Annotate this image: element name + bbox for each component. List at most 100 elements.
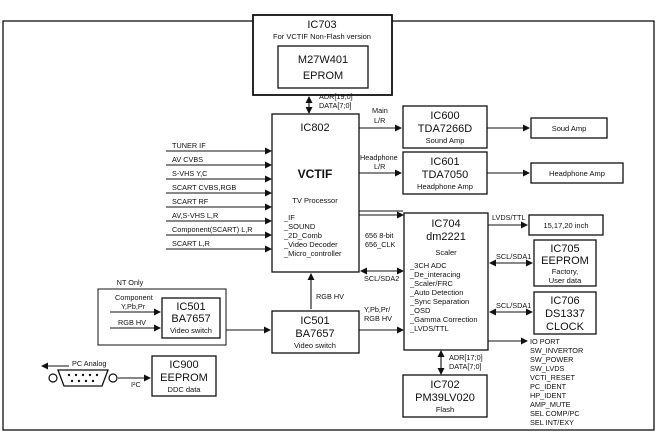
sound-amp-out-label: Soud Amp [552,124,587,133]
ic704-function: _OSD [409,306,431,315]
label-adr19: ADR[19;0] [319,92,353,101]
ic704-function: _Sync Separation [409,297,469,306]
ic703-chip: M27W401 [298,54,348,66]
io-port-label: SEL COMP/PC [530,409,580,418]
label-rgb-hv: RGB HV [316,292,344,301]
ic900-id: IC900 [169,359,198,371]
ic706-sub: CLOCK [546,321,585,333]
label-adr17: ADR[17;0] [449,353,483,362]
ic601-sub: Headphone Amp [417,182,473,191]
ic802-function: _Micro_controller [283,249,342,258]
label-scl-sda1-a: SCL/SDA1 [496,252,531,261]
ic802-function: _IF [283,213,295,222]
ic600-chip: TDA7266D [418,123,472,135]
ic706-chip: DS1337 [545,308,585,320]
block-sound-amp-out [530,117,608,139]
label-headphone-lr: L/R [374,162,385,171]
block-ic706: IC706 DS1337 CLOCK [533,291,597,335]
input-label: SCART L,R [172,239,210,248]
io-port-label: VCTI_RESET [530,373,576,382]
block-ic601: IC601 TDA7050 Headphone Amp [402,151,488,195]
label-pc-analog: PC Analog [72,359,106,368]
ic601-chip: TDA7050 [422,169,468,181]
block-ic600: IC600 TDA7266D Sound Amp [402,105,488,149]
label-component: Component [115,293,153,302]
io-port-label: SW_POWER [530,355,573,364]
io-port-label: SW_LVDS [530,364,564,373]
label-data7a: DATA[7;0] [319,101,352,110]
ic501-nt-sub: Video switch [170,326,212,335]
block-ic501-main: IC501 BA7657 Video switch [271,310,360,354]
ic704-function: _Gamma Correction [409,315,478,324]
ic703-sub: For VCTIF Non-Flash version [273,32,371,41]
block-ic702: IC702 PM39LV020 Flash [402,374,488,418]
input-label: SCART CVBS,RGB [172,183,236,192]
ic900-chip: EEPROM [160,372,208,384]
block-ic501-nt: IC501 BA7657 Video switch [161,297,221,339]
label-nt-only: NT Only [117,278,144,287]
ic703-chip-type: EPROM [303,70,343,82]
label-656-8bit: 656 8-bit [365,231,393,240]
label-ypbpr: Y,Pb,Pr/ [364,305,391,314]
ic600-id: IC600 [430,110,459,122]
label-scl-sda2: SCL/SDA2 [364,274,399,283]
input-label: S-VHS Y,C [172,169,207,178]
label-data7b: DATA[7;0] [449,362,482,371]
block-ic703: IC703 For VCTIF Non-Flash version M27W40… [252,14,393,96]
ic900-sub: DDC data [168,385,202,394]
ic802-function: _SOUND [283,222,316,231]
ic705-sub: User data [549,276,582,285]
ic802-sub: TV Processor [292,196,338,205]
input-label: Component(SCART) L,R [172,225,253,234]
ic802-name: VCTIF [298,167,333,181]
io-port-label: SW_INVERTOR [530,346,583,355]
ic704-function: _De_interacing [409,270,460,279]
ic704-id: IC704 [431,218,460,230]
ic704-chip: dm2221 [426,231,466,243]
ic802-id: IC802 [300,122,329,134]
ic501-sub: Video switch [294,341,336,350]
ic702-id: IC702 [430,379,459,391]
ic702-chip: PM39LV020 [415,392,475,404]
ic703-id: IC703 [307,19,336,31]
block-panel-out [528,214,604,236]
vga-connector-icon [48,369,118,387]
ic702-sub: Flash [436,405,454,414]
ic704-sub: Scaler [435,248,457,257]
input-label: TUNER IF [172,141,206,150]
ic704-function: _Auto Detection [409,288,463,297]
input-label: SCART RF [172,197,209,206]
label-headphone: Headphone [360,153,398,162]
block-ic900: IC900 EEPROM DDC data [151,355,217,397]
input-signals: TUNER IF AV CVBS S-VHS Y,C SCART CVBS,RG… [166,141,272,253]
ic705-sub: Factory, [552,267,579,276]
ic704-function: _Scaler/FRC [409,279,454,288]
ic501-chip: BA7657 [295,328,334,340]
ic705-id: IC705 [550,243,579,255]
input-label: AV,S-VHS L,R [172,211,218,220]
ic501-nt-id: IC501 [176,301,205,313]
io-port-label: AMP_MUTE [530,400,571,409]
ic704-function: _3CH ADC [409,261,447,270]
io-port-label: PC_IDENT [530,382,567,391]
label-main: Main [372,106,388,115]
block-ic705: IC705 EEPROM Factory, User data [533,239,597,287]
ic501-nt-chip: BA7657 [171,313,210,325]
ic705-chip: EEPROM [541,255,589,267]
block-ic704: IC704 dm2221 Scaler _3CH ADC _De_interac… [403,212,489,351]
panel-out-label: 15,17,20 inch [543,221,588,230]
ic802-function: _2D_Comb [283,231,322,240]
label-i2c: I²C [131,380,141,389]
nt-only-frame [97,288,227,346]
io-port-label: SEL INT/EXY [530,418,574,427]
label-lvds: LVDS/TTL [492,213,526,222]
headphone-amp-out-label: Headphone Amp [549,169,605,178]
io-port-list: IO PORT SW_INVERTOR SW_POWER SW_LVDS VCT… [530,337,583,427]
label-656-clk: 656_CLK [365,240,396,249]
ic501-id: IC501 [300,315,329,327]
label-scl-sda1-b: SCL/SDA1 [496,301,531,310]
ic600-sub: Sound Amp [426,136,465,145]
ic601-id: IC601 [430,156,459,168]
io-port-label: HP_IDENT [530,391,567,400]
